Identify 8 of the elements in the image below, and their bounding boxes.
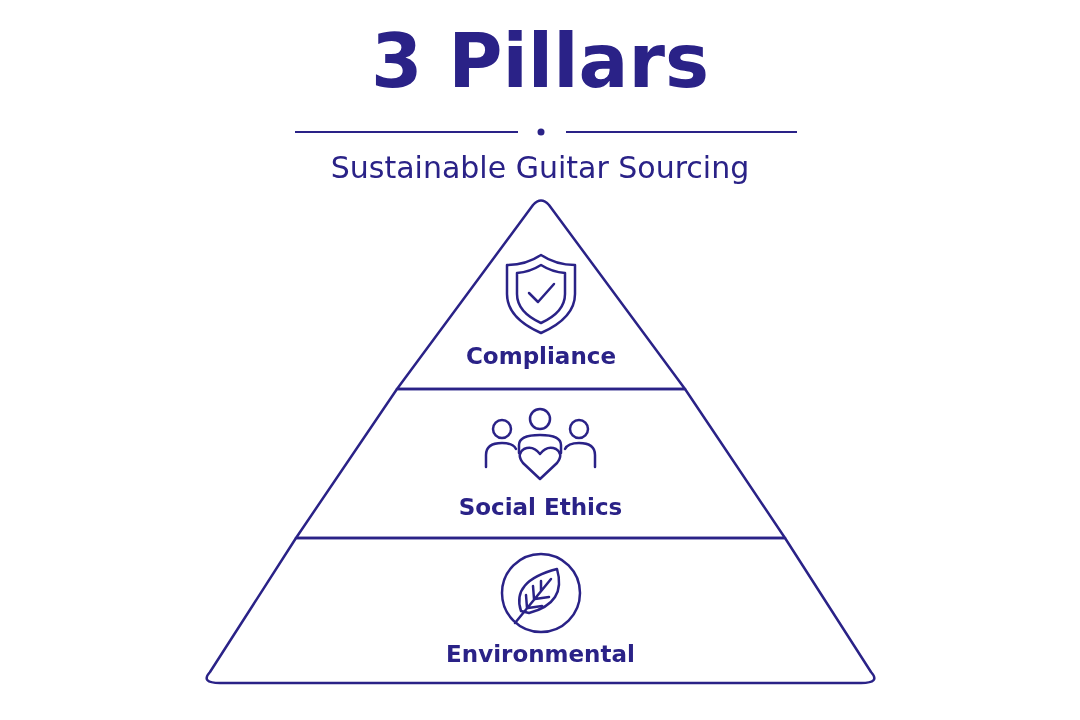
pyramid-tier: [397, 200, 685, 389]
tier-label: Compliance: [465, 342, 617, 371]
pyramid-tier: [296, 389, 785, 538]
subtitle: Sustainable Guitar Sourcing: [329, 149, 751, 187]
tier-label: Social Ethics: [457, 493, 624, 522]
title: 3 Pillars: [369, 17, 711, 106]
pyramid-tier: [205, 538, 876, 683]
tier-label: Environmental: [445, 640, 636, 669]
